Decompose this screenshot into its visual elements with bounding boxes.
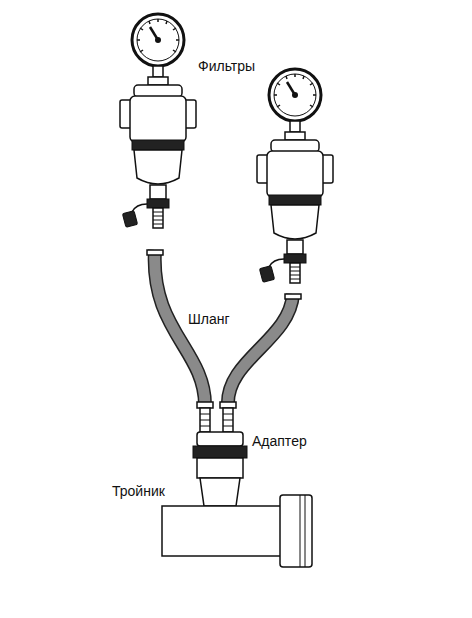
part-label: Фильтры: [198, 58, 255, 74]
part-label: Тройник: [112, 483, 165, 499]
part-label: Адаптер: [252, 433, 307, 449]
part-label: Шланг: [188, 311, 230, 327]
